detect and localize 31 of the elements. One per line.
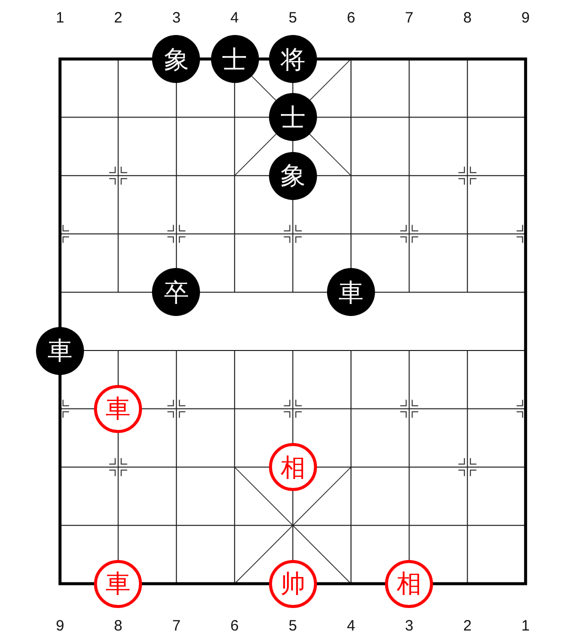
chess-piece: 士 bbox=[268, 93, 317, 142]
chess-piece: 象 bbox=[152, 35, 200, 83]
chess-piece: 士 bbox=[210, 35, 259, 83]
chess-piece: 相 bbox=[268, 443, 317, 492]
file-number: 4 bbox=[346, 618, 356, 634]
file-number: 5 bbox=[288, 10, 297, 26]
file-number: 6 bbox=[346, 10, 356, 26]
file-number: 9 bbox=[521, 10, 530, 26]
file-number: 8 bbox=[463, 10, 472, 26]
file-number: 8 bbox=[114, 618, 122, 634]
file-number: 9 bbox=[56, 618, 64, 634]
chess-piece: 相 bbox=[385, 560, 434, 608]
chess-piece: 将 bbox=[268, 35, 317, 83]
file-number: 5 bbox=[288, 618, 297, 634]
file-number: 1 bbox=[521, 618, 530, 634]
chess-piece: 車 bbox=[327, 268, 375, 316]
file-number: 1 bbox=[56, 10, 64, 26]
file-number: 3 bbox=[405, 618, 414, 634]
chess-piece: 車 bbox=[94, 384, 142, 433]
chess-piece: 卒 bbox=[152, 268, 200, 316]
file-number: 7 bbox=[405, 10, 414, 26]
chess-piece: 帅 bbox=[268, 560, 317, 608]
file-number: 6 bbox=[230, 618, 239, 634]
file-number: 7 bbox=[172, 618, 181, 634]
file-number: 2 bbox=[463, 618, 472, 634]
chess-piece: 車 bbox=[36, 326, 84, 374]
file-number: 3 bbox=[172, 10, 181, 26]
chess-piece: 象 bbox=[268, 152, 317, 200]
file-number: 2 bbox=[114, 10, 122, 26]
file-number: 4 bbox=[230, 10, 239, 26]
chess-piece: 車 bbox=[94, 560, 142, 608]
